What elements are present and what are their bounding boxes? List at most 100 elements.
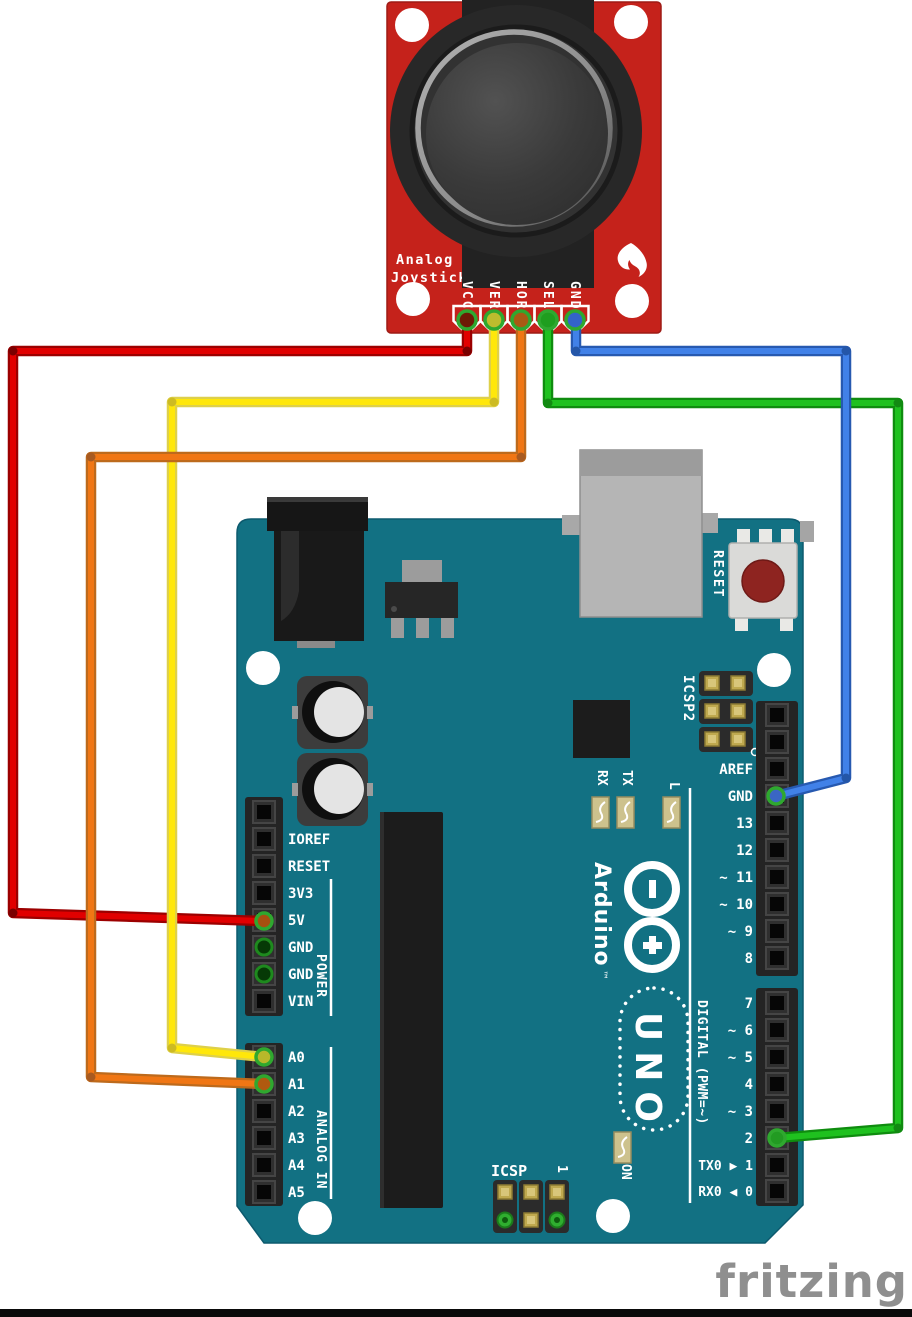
- pin-label-reset: RESET: [288, 859, 330, 875]
- joystick-pin-hor[interactable]: [510, 309, 532, 331]
- fritzing-watermark: fritzing: [715, 1255, 908, 1308]
- pin-label-3v3: 3V3: [288, 886, 313, 902]
- arduino-pin-d2-connection[interactable]: [767, 1128, 787, 1148]
- joystick-pin-label-sel: SEL: [540, 281, 555, 310]
- joystick-pin-gnd[interactable]: [564, 309, 586, 331]
- joystick-pin-label-hor: HOR: [513, 281, 528, 310]
- pin-label-gnd-right: GND: [728, 789, 753, 805]
- atmega-chip[interactable]: [380, 812, 443, 1208]
- pin-label-rx0: RX0 ◀ 0: [698, 1185, 753, 1200]
- pin-label-5: ~ 5: [728, 1050, 753, 1066]
- wire-vcc-to-5v[interactable]: [7, 310, 473, 927]
- arduino-uno-board[interactable]: RESET: [236, 449, 814, 1244]
- digital-header-lower[interactable]: [756, 988, 798, 1206]
- joystick-module[interactable]: Analog Joystick VCC VER HOR SEL GND: [386, 0, 662, 336]
- joystick-pin-label-gnd: GND: [567, 281, 582, 310]
- uno-badge: UNO: [618, 986, 690, 1132]
- arduino-pin-a0-connection[interactable]: [254, 1047, 274, 1067]
- arduino-pcb[interactable]: [236, 518, 804, 1244]
- icsp2-header[interactable]: [699, 671, 760, 757]
- pin-label-6: ~ 6: [728, 1023, 753, 1039]
- capacitor-2[interactable]: [292, 753, 373, 826]
- pin-label-a0: A0: [288, 1050, 305, 1066]
- joystick-pin-ver[interactable]: [483, 309, 505, 331]
- smd-chip[interactable]: [573, 700, 630, 758]
- arduino-infinity-logo: [624, 861, 680, 973]
- mounting-hole: [614, 5, 648, 39]
- pin-label-5v: 5V: [288, 913, 305, 929]
- pin-label-8: 8: [745, 951, 753, 967]
- pin-label-7: 7: [745, 996, 753, 1012]
- icsp-header[interactable]: [493, 1180, 569, 1233]
- on-label: ON: [618, 1164, 633, 1180]
- power-group-label: POWER: [313, 954, 328, 998]
- pin-label-a3: A3: [288, 1131, 305, 1147]
- wires: [7, 310, 904, 1144]
- arduino-pin-5v-connection[interactable]: [254, 911, 274, 931]
- pin-label-a5: A5: [288, 1185, 305, 1201]
- rx-label: RX: [594, 770, 609, 786]
- icsp-pin1-label: 1: [554, 1165, 569, 1173]
- icsp2-label: ICSP2: [680, 675, 696, 722]
- mounting-hole: [757, 653, 791, 687]
- pin-label-3: ~ 3: [728, 1104, 753, 1120]
- brand-text: Arduino: [589, 862, 614, 967]
- tx-led: [616, 796, 635, 829]
- arduino-pin-gnd-connection[interactable]: [766, 786, 786, 806]
- bottom-bar: [0, 1309, 912, 1317]
- on-led: [613, 1131, 632, 1164]
- pin-label-11: ~ 11: [719, 870, 753, 886]
- analog-group-label: ANALOG IN: [313, 1110, 328, 1189]
- power-jack[interactable]: [267, 497, 368, 648]
- pin-label-13: 13: [736, 816, 753, 832]
- l-led: [662, 796, 681, 829]
- mounting-hole: [298, 1201, 332, 1235]
- mounting-hole: [596, 1199, 630, 1233]
- wire-hor-to-a1[interactable]: [85, 310, 527, 1090]
- wire-sel-to-d2[interactable]: [542, 310, 904, 1144]
- pin-label-a4: A4: [288, 1158, 305, 1174]
- pin-label-a1: A1: [288, 1077, 305, 1093]
- joystick-knob[interactable]: [390, 5, 642, 257]
- digital-group-label: DIGITAL (PWM=~): [694, 1000, 709, 1125]
- pin-label-10: ~ 10: [719, 897, 753, 913]
- pin-label-aref: AREF: [719, 762, 753, 778]
- joystick-pin-vcc[interactable]: [456, 309, 478, 331]
- pin-label-tx1: TX0 ▶ 1: [698, 1159, 753, 1174]
- mounting-hole: [246, 651, 280, 685]
- wire-gnd-to-gnd[interactable]: [570, 310, 852, 802]
- arduino-pin-a1-connection[interactable]: [254, 1074, 274, 1094]
- reset-button-cap[interactable]: [741, 559, 785, 603]
- pin-label-2: 2: [745, 1131, 753, 1147]
- reset-button-label: RESET: [710, 550, 726, 598]
- joystick-title-line2: Joystick: [391, 270, 468, 286]
- brand-tm: ™: [597, 970, 608, 980]
- joystick-pin-label-vcc: VCC: [459, 281, 474, 310]
- wire-ver-to-a0[interactable]: [166, 310, 500, 1063]
- joystick-pin-label-ver: VER: [486, 281, 501, 310]
- arduino-pin-gnd2-highlight[interactable]: [254, 964, 274, 984]
- usb-connector[interactable]: [562, 449, 718, 618]
- tx-label: TX: [619, 770, 634, 786]
- l-label: L: [666, 782, 681, 790]
- rx-led: [591, 796, 610, 829]
- power-header[interactable]: [245, 797, 283, 1016]
- pin-label-gnd1: GND: [288, 940, 313, 956]
- pin-label-vin: VIN: [288, 994, 313, 1010]
- pin-label-a2: A2: [288, 1104, 305, 1120]
- capacitor-1[interactable]: [292, 676, 373, 749]
- joystick-title-line1: Analog: [396, 252, 454, 268]
- reset-button[interactable]: [728, 529, 798, 631]
- voltage-regulator[interactable]: [385, 560, 458, 638]
- pin-label-12: 12: [736, 843, 753, 859]
- mounting-hole: [396, 282, 430, 316]
- sparkfun-flame-icon: [617, 243, 647, 277]
- pin-label-4: 4: [745, 1077, 753, 1093]
- analog-header[interactable]: [245, 1043, 283, 1206]
- pin-label-gnd2: GND: [288, 967, 313, 983]
- arduino-pin-gnd1-highlight[interactable]: [254, 937, 274, 957]
- mounting-hole: [615, 284, 649, 318]
- joystick-pin-sel[interactable]: [537, 309, 559, 331]
- digital-header-upper[interactable]: [756, 701, 798, 976]
